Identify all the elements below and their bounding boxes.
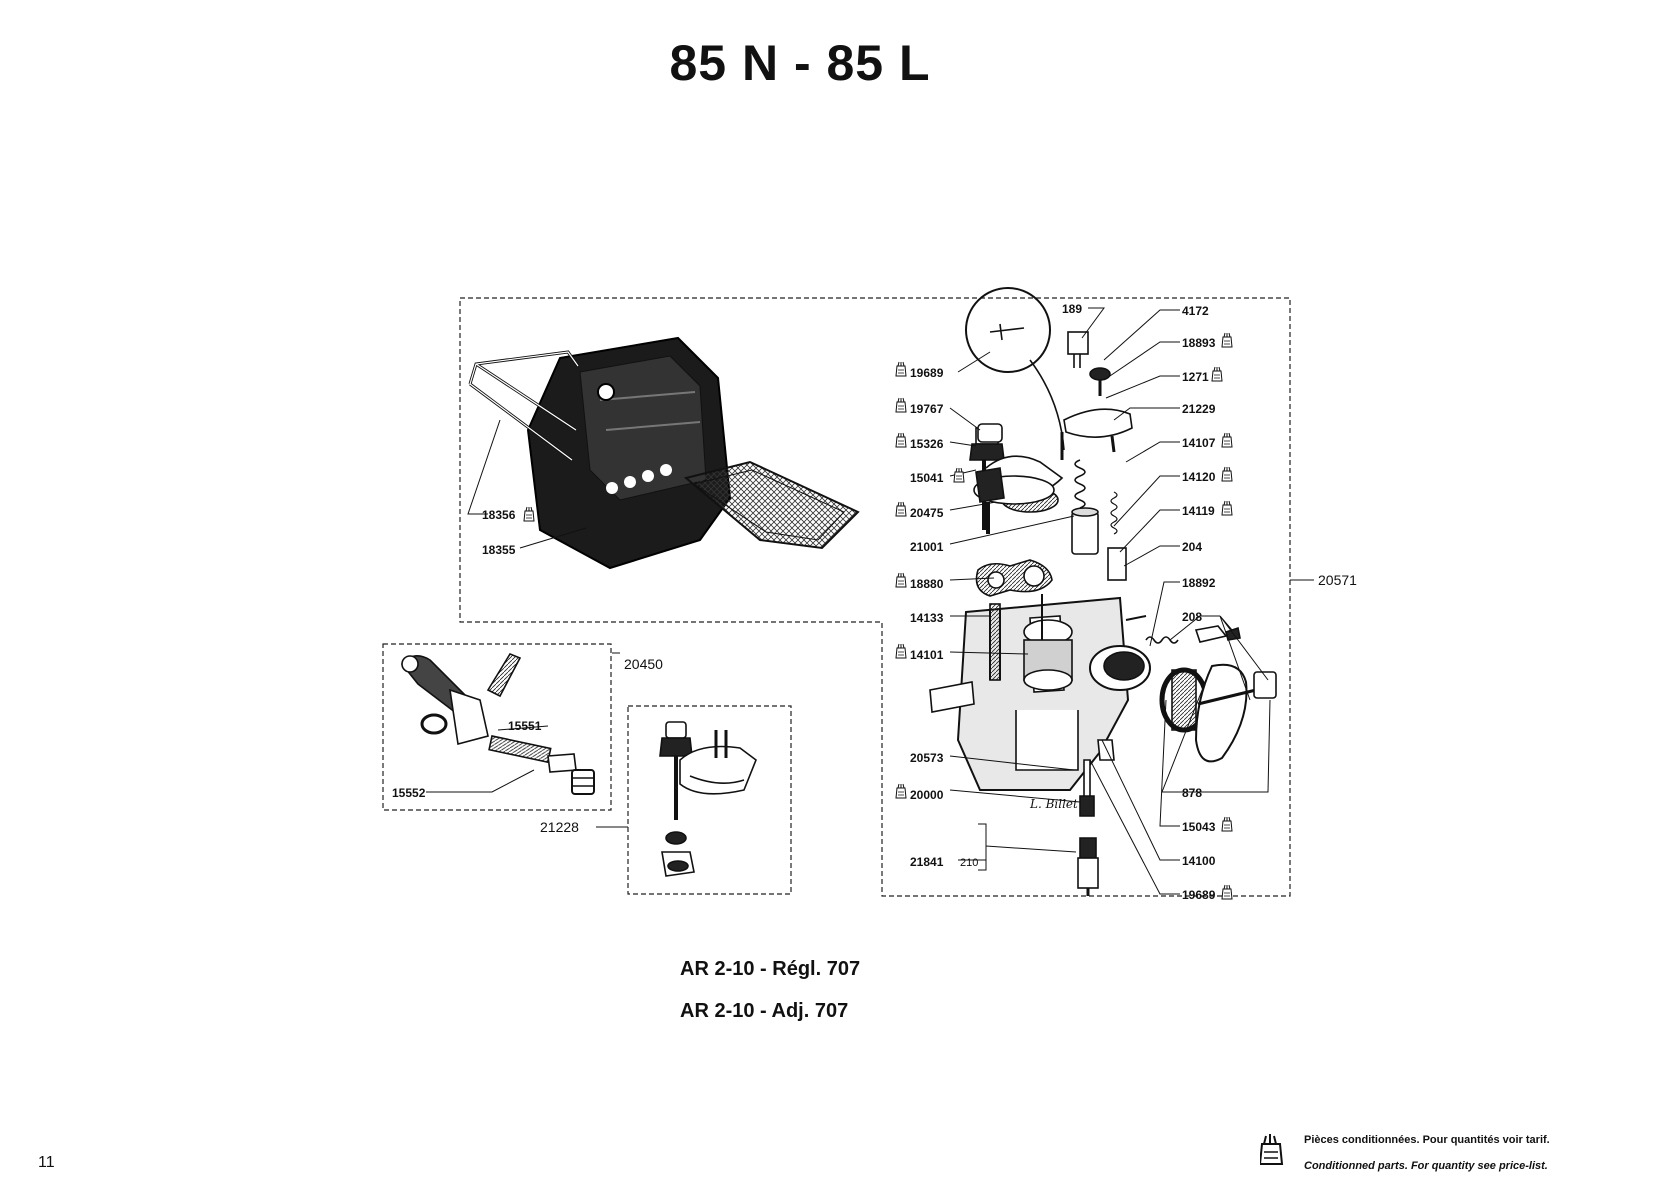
part-label: 208 <box>1182 610 1202 624</box>
part-label: 15041 <box>910 471 944 485</box>
part-label: 15326 <box>910 437 944 451</box>
conditioned-part-icon <box>1221 466 1233 482</box>
part-label: 189 <box>1062 302 1082 316</box>
assembly-label: 20450 <box>624 656 663 672</box>
part-label: 14100 <box>1182 854 1216 868</box>
conditioned-part-icon <box>523 506 535 522</box>
part-label: 14107 <box>1182 436 1216 450</box>
cover-parts-drawing <box>973 423 1055 534</box>
main-assembly-dashed-outline <box>459 297 1291 897</box>
part-label: 21841 <box>910 855 944 869</box>
part-label: 19689 <box>1182 888 1216 902</box>
part-label: 204 <box>1182 540 1202 554</box>
part-label: 14120 <box>1182 470 1216 484</box>
part-label: 18880 <box>910 577 944 591</box>
page-number: 11 <box>38 1154 55 1171</box>
conditioned-part-icon <box>895 643 907 659</box>
leader-lines <box>426 307 1314 895</box>
conditioned-part-icon <box>895 572 907 588</box>
caption-reglage: AR 2-10 - Régl. 707 <box>680 958 861 980</box>
part-label: 14119 <box>1182 504 1215 518</box>
fuel-tap-assembly-dashed-outline <box>382 643 612 811</box>
legend-english: Conditionned parts. For quantity see pri… <box>1304 1160 1548 1172</box>
assembly-label: 20571 <box>1318 572 1357 588</box>
part-label: 20000 <box>910 788 944 802</box>
part-label: 14101 <box>910 648 944 662</box>
conditioned-part-icon <box>953 467 965 483</box>
throttle-drawing <box>659 721 757 877</box>
part-label: 878 <box>1182 786 1202 800</box>
conditioned-part-icon <box>895 432 907 448</box>
part-label: 15552 <box>392 786 426 800</box>
part-label: 14133 <box>910 611 944 625</box>
part-label: 1271 <box>1182 370 1209 384</box>
part-label: 18356 <box>482 508 516 522</box>
part-label: 210 <box>960 857 978 869</box>
air-filter-drawing <box>468 336 860 570</box>
conditioned-part-icon <box>895 397 907 413</box>
part-label: 18893 <box>1182 336 1216 350</box>
throttle-assembly-dashed-outline <box>627 705 792 895</box>
part-label: 15551 <box>508 719 542 733</box>
conditioned-part-icon <box>1211 366 1223 382</box>
page-title: 85 N - 85 L <box>669 35 931 91</box>
part-label: 20475 <box>910 506 944 520</box>
conditioned-parts-bag-icon <box>1260 1134 1284 1165</box>
part-label: 15043 <box>1182 820 1216 834</box>
part-label: 20573 <box>910 751 944 765</box>
part-label: 21001 <box>910 540 944 554</box>
part-labels: 18356 18355 19689 19767 15326 15041 2047… <box>392 302 1357 902</box>
conditioned-part-icon <box>1221 332 1233 348</box>
conditioned-part-icon <box>1221 500 1233 516</box>
part-label: 4172 <box>1182 304 1209 318</box>
conditioned-part-icon <box>895 361 907 377</box>
fuel-tap-drawing <box>400 653 595 795</box>
conditioned-part-icon <box>895 783 907 799</box>
part-label: 19767 <box>910 402 944 416</box>
conditioned-part-icon <box>1221 432 1233 448</box>
assembly-label: 21228 <box>540 819 579 835</box>
caption-adjustment: AR 2-10 - Adj. 707 <box>680 1000 849 1022</box>
part-label: 21229 <box>1182 402 1216 416</box>
carburettor-drawing: L. Billet <box>929 287 1277 896</box>
part-label: 19689 <box>910 366 944 380</box>
legend-french: Pièces conditionnées. Pour quantités voi… <box>1304 1134 1550 1146</box>
part-label: 18892 <box>1182 576 1216 590</box>
part-label: 18355 <box>482 543 516 557</box>
conditioned-part-icon <box>895 501 907 517</box>
conditioned-part-icon <box>1221 884 1233 900</box>
conditioned-part-icon <box>1221 816 1233 832</box>
